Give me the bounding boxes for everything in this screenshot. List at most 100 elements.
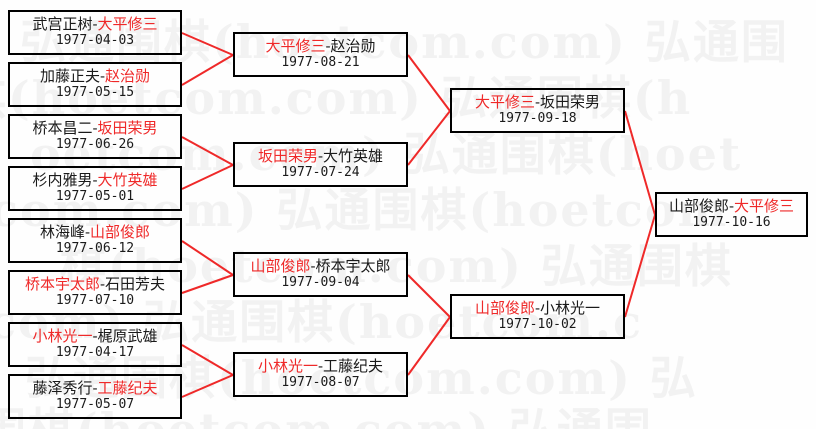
match-date: 1977-08-07 xyxy=(281,375,360,391)
match-date: 1977-07-10 xyxy=(55,293,135,309)
match-players: 小林光一-工藤纪夫 xyxy=(258,358,383,375)
match-players: 大平修三-赵治勋 xyxy=(265,38,375,55)
connector-line xyxy=(624,214,656,318)
match-date: 1977-04-17 xyxy=(55,345,135,361)
player-a-name: 武宫正树 xyxy=(32,15,93,34)
player-separator: - xyxy=(99,67,106,86)
player-b-name: 大平修三 xyxy=(734,197,795,216)
match-players: 大平修三-坂田荣男 xyxy=(475,94,600,111)
match-players: 桥本宇太郎-石田芳夫 xyxy=(25,276,165,293)
match-players: 山部俊郎-小林光一 xyxy=(475,300,600,317)
player-separator: - xyxy=(92,15,98,34)
connector-line xyxy=(181,344,234,376)
player-a-name: 藤泽秀行 xyxy=(32,379,93,398)
match-players: 武宫正树-大平修三 xyxy=(32,16,157,33)
player-separator: - xyxy=(99,275,106,294)
player-a-name: 桥本昌二 xyxy=(32,119,93,138)
match-date: 1977-05-07 xyxy=(55,397,135,413)
player-b-name: 大平修三 xyxy=(97,15,158,34)
connector-line xyxy=(407,274,451,318)
player-b-name: 石田芳夫 xyxy=(105,275,166,294)
connector-line xyxy=(181,164,234,190)
player-separator: - xyxy=(92,119,98,138)
connector-line xyxy=(407,54,451,112)
match-date: 1977-06-26 xyxy=(55,137,135,153)
player-a-name: 加藤正夫 xyxy=(39,67,100,86)
player-a-name: 大平修三 xyxy=(474,93,535,112)
player-b-name: 工藤纪夫 xyxy=(97,379,158,398)
player-b-name: 大竹英雄 xyxy=(97,171,158,190)
player-a-name: 山部俊郎 xyxy=(668,197,729,216)
connector-line xyxy=(181,32,234,56)
player-separator: - xyxy=(534,93,541,112)
connector-line xyxy=(624,110,656,216)
match-date: 1977-09-04 xyxy=(281,275,360,291)
match-players: 坂田荣男-大竹英雄 xyxy=(258,148,383,165)
player-separator: - xyxy=(310,257,316,276)
match-date: 1977-10-02 xyxy=(498,317,577,333)
match-date: 1977-10-16 xyxy=(692,215,771,231)
connector-line xyxy=(407,110,451,166)
player-b-name: 桥本宇太郎 xyxy=(315,257,391,276)
player-a-name: 山部俊郎 xyxy=(250,257,311,276)
match-date: 1977-05-15 xyxy=(55,85,135,101)
player-separator: - xyxy=(728,197,735,216)
player-separator: - xyxy=(92,379,98,398)
connector-line xyxy=(181,374,234,398)
player-b-name: 坂田荣男 xyxy=(97,119,158,138)
match-players: 加藤正夫-赵治勋 xyxy=(40,68,150,85)
player-b-name: 赵治勋 xyxy=(105,67,151,86)
match-date: 1977-09-18 xyxy=(498,111,577,127)
match-date: 1977-05-01 xyxy=(55,189,135,205)
match-date: 1977-07-24 xyxy=(281,165,360,181)
player-b-name: 赵治勋 xyxy=(330,37,376,56)
connector-line xyxy=(181,240,234,276)
player-b-name: 梶原武雄 xyxy=(97,327,158,346)
player-b-name: 工藤纪夫 xyxy=(323,357,384,376)
player-separator: - xyxy=(325,37,331,56)
player-b-name: 坂田荣男 xyxy=(540,93,601,112)
match-date: 1977-06-12 xyxy=(55,241,135,257)
match-players: 山部俊郎-桥本宇太郎 xyxy=(250,258,390,275)
connector-line xyxy=(181,274,234,294)
player-a-name: 小林光一 xyxy=(257,357,318,376)
player-separator: - xyxy=(92,327,98,346)
match-date: 1977-08-21 xyxy=(281,55,360,71)
player-b-name: 大竹英雄 xyxy=(323,147,384,166)
player-a-name: 桥本宇太郎 xyxy=(24,275,100,294)
player-separator: - xyxy=(84,223,91,242)
player-a-name: 杉内雅男 xyxy=(32,171,93,190)
player-b-name: 山部俊郎 xyxy=(90,223,151,242)
player-a-name: 小林光一 xyxy=(32,327,93,346)
player-a-name: 大平修三 xyxy=(265,37,326,56)
match-date: 1977-04-03 xyxy=(55,33,135,49)
player-a-name: 林海峰 xyxy=(39,223,85,242)
match-players: 山部俊郎-大平修三 xyxy=(669,198,794,215)
player-separator: - xyxy=(317,357,324,376)
player-separator: - xyxy=(317,147,324,166)
player-a-name: 坂田荣男 xyxy=(257,147,318,166)
connector-line xyxy=(407,316,451,376)
player-a-name: 山部俊郎 xyxy=(474,299,535,318)
match-players: 小林光一-梶原武雄 xyxy=(32,328,157,345)
match-players: 杉内雅男-大竹英雄 xyxy=(32,172,157,189)
match-players: 桥本昌二-坂田荣男 xyxy=(32,120,157,137)
player-separator: - xyxy=(92,171,98,190)
player-b-name: 小林光一 xyxy=(540,299,601,318)
